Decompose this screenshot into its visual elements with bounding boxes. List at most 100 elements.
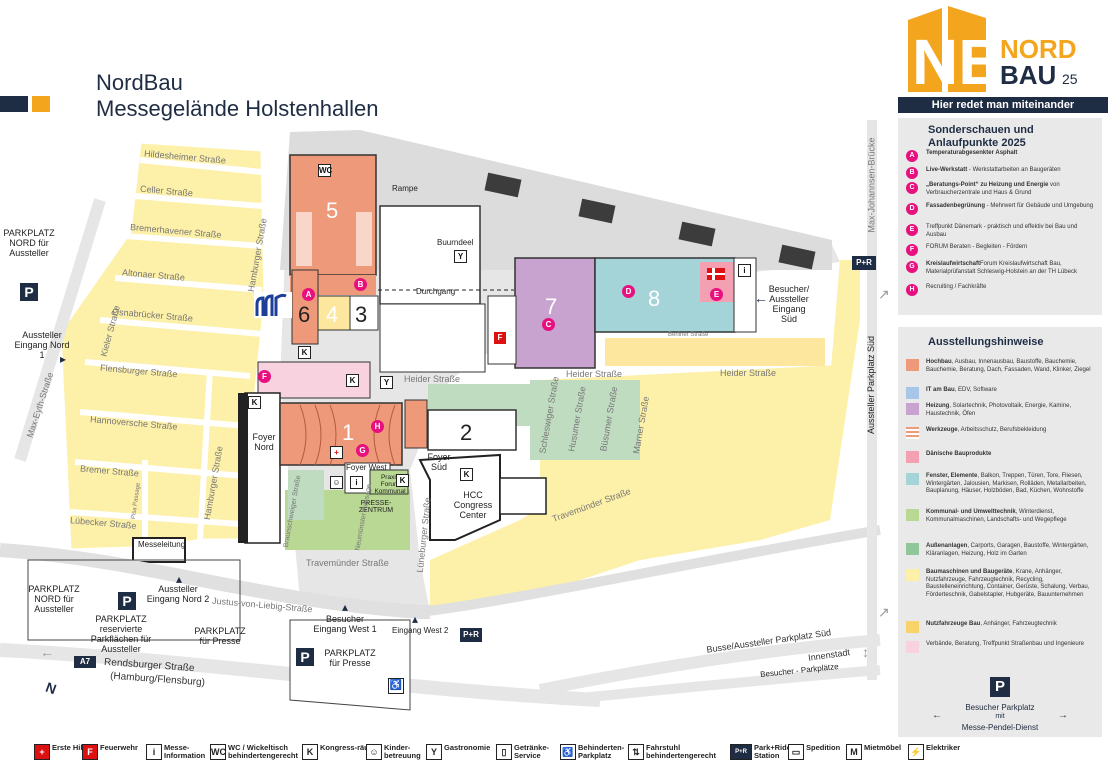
- marker-h[interactable]: H: [371, 420, 384, 433]
- foyer-sued-label: Foyer Süd: [427, 452, 451, 472]
- sonderschau-text: Treffpunkt Dänemark - praktisch und effe…: [926, 224, 1078, 238]
- legend-symbol-icon: WC: [210, 744, 226, 760]
- hinweis-swatch: [906, 451, 919, 463]
- hinweis-text: Verbände, Beratung, Treffpunkt Straßenba…: [926, 641, 1085, 647]
- sonderschau-letter-icon: C: [906, 182, 918, 194]
- legend-label: Feuerwehr: [100, 743, 138, 752]
- shuttle-arrows: ←→: [932, 710, 1068, 721]
- sonderschau-text: - Mehrwert für Gebäude und Umgebung: [985, 203, 1094, 209]
- parking-press-label: PARKPLATZ für Presse: [324, 648, 376, 668]
- wc-icon-hall5: WC: [318, 164, 333, 177]
- sonderschau-text: FORUM Beraten - Begleiten - Fördern: [926, 244, 1028, 250]
- marker-e[interactable]: E: [710, 288, 723, 301]
- messeleitung-label: Messeleitung: [138, 540, 186, 549]
- marker-a[interactable]: A: [302, 288, 315, 301]
- hinweis-swatch: [906, 359, 919, 371]
- arrow-left: ←: [40, 644, 54, 660]
- hall-number-2: 2: [460, 420, 473, 445]
- legend-symbol-icon: K: [302, 744, 318, 760]
- legend-label: Fahrstuhl behindertengerecht: [646, 743, 717, 760]
- durchgang-label: Durchgang: [416, 287, 456, 296]
- rampe-label: Rampe: [392, 184, 418, 193]
- hinweis-bold: Hochbau: [926, 359, 952, 365]
- hcc-building: [418, 453, 501, 541]
- hall-number-7: 7: [545, 294, 558, 319]
- sonderschau-letter-icon: F: [906, 244, 918, 256]
- buurndeel-label: Buurndeel: [437, 238, 474, 247]
- hinweis-swatch: [906, 509, 919, 521]
- congress-room-icon-forum: K: [346, 374, 359, 387]
- legend-symbol-icon: F: [82, 744, 98, 760]
- legend-symbol-icon: M: [846, 744, 862, 760]
- park-ride-icon: P+R: [460, 628, 482, 642]
- arrow-right-1: ↗: [878, 286, 890, 302]
- arrow-north1: ▸: [60, 352, 67, 366]
- legend-symbol-icon: Y: [426, 744, 442, 760]
- logo-word2: BAU: [1000, 60, 1056, 90]
- marker-d[interactable]: D: [622, 285, 635, 298]
- hinweis-bold: Kommunal- und Umwelttechnik: [926, 509, 1016, 515]
- fire-dept-icon: F: [494, 332, 506, 344]
- foyer-nord-label: Foyer Nord: [252, 432, 276, 452]
- legend-symbol-icon: ⇅: [628, 744, 644, 760]
- hinweis-text: , Anhänger, Fahrzeugtechnik: [980, 621, 1057, 627]
- arrow-right-3: ↕: [862, 644, 869, 660]
- parking-north2-label: PARKPLATZ NORD für Aussteller: [28, 584, 80, 614]
- hall-3: [349, 295, 379, 331]
- parking-icon-visitor: P: [990, 677, 1010, 697]
- hinweis-swatch: [906, 543, 919, 555]
- shuttle-label: Messe-Pendel-Dienst: [961, 723, 1039, 732]
- hinweis-text: , Arbeitsschutz, Berufsbekleidung: [957, 427, 1047, 433]
- legend-label: Mietmöbel: [864, 743, 902, 752]
- congress-room-icon-foyer: K: [248, 396, 261, 409]
- legend-label: Behinderten-Parkplatz: [578, 743, 625, 760]
- congress-room-icon: K: [298, 346, 311, 359]
- hall-number-6: 6: [298, 302, 311, 327]
- entrance-west1-label: Besucher Eingang West 1: [313, 614, 377, 634]
- hinweise-panel: Ausstellungshinweise Hochbau, Ausbau, In…: [898, 327, 1102, 737]
- logo-year: 25: [1062, 71, 1078, 87]
- entrance-west2-label: Eingang West 2: [392, 626, 449, 635]
- hinweis-text: , Ausbau, Innenausbau, Baustoffe, Bauche…: [926, 359, 1091, 373]
- praxis-label: Praxis Forum Kommunal: [374, 474, 406, 495]
- marker-b[interactable]: B: [354, 278, 367, 291]
- marker-c[interactable]: C: [542, 318, 555, 331]
- congress-room-icon-west: K: [396, 474, 409, 487]
- a7-badge: A7: [74, 656, 96, 668]
- exhibitor-parking-south-label: Aussteller Parkplatz Süd: [866, 335, 876, 434]
- legend-symbol-icon: ▭: [788, 744, 804, 760]
- arrow-west2: ▴: [412, 612, 419, 626]
- sonderschau-text: Forum Kreislaufwirtschaft Bau, Materialp…: [926, 261, 1077, 275]
- parking-north-exhibitors-label: PARKPLATZ NORD für Aussteller: [3, 228, 55, 258]
- hinweis-swatch: [906, 403, 919, 415]
- foyer-west-label: Foyer West: [346, 463, 387, 472]
- sonderschau-bold: Fassadenbegrünung: [926, 203, 986, 209]
- hinweis-text: , Winterdienst, Kommunalmaschinen, Lands…: [926, 509, 1067, 523]
- park-ride-icon-right: P+R: [852, 256, 876, 270]
- entrance-north2-label: Aussteller Eingang Nord 2: [146, 584, 210, 604]
- sonderschau-bold: Temperaturabgesenkter Asphalt: [926, 150, 1018, 156]
- hall-number-8: 8: [648, 286, 661, 311]
- info-icon-hall8: i: [738, 264, 751, 277]
- info-icon: i: [350, 476, 363, 489]
- logo-tagline: Hier redet man miteinander: [898, 97, 1108, 113]
- logo-letters: NB: [912, 26, 1004, 96]
- hinweis-text: , Carports, Garagen, Baustoffe, Wintergä…: [926, 543, 1089, 557]
- hinweis-bold: Außenanlagen: [926, 543, 968, 549]
- parking-reserved-label: PARKPLATZ reservierte Parkflächen für Au…: [90, 614, 152, 654]
- legend-symbol-icon: ♿: [560, 744, 576, 760]
- legend-label: Elektriker: [926, 743, 961, 752]
- hinweis-swatch: [906, 427, 919, 439]
- legend-symbol-icon: i: [146, 744, 162, 760]
- gastronomy-icon-hall1: Y: [380, 376, 393, 389]
- marker-f[interactable]: F: [258, 370, 271, 383]
- hinweis-bold: Heizung: [926, 403, 950, 409]
- entrance-north1-label: Aussteller Eingang Nord 1: [14, 330, 70, 360]
- hinweis-swatch: [906, 473, 919, 485]
- entrance-south-label: Besucher/ Aussteller Eingang Süd: [768, 284, 810, 324]
- street-heider-3: Heider Straße: [720, 368, 777, 378]
- parking-icon-press: P: [296, 648, 314, 666]
- marker-g[interactable]: G: [356, 444, 369, 457]
- legend-label: Getränke-Service: [514, 743, 550, 760]
- hcc-label: HCC Congress Center: [453, 490, 493, 520]
